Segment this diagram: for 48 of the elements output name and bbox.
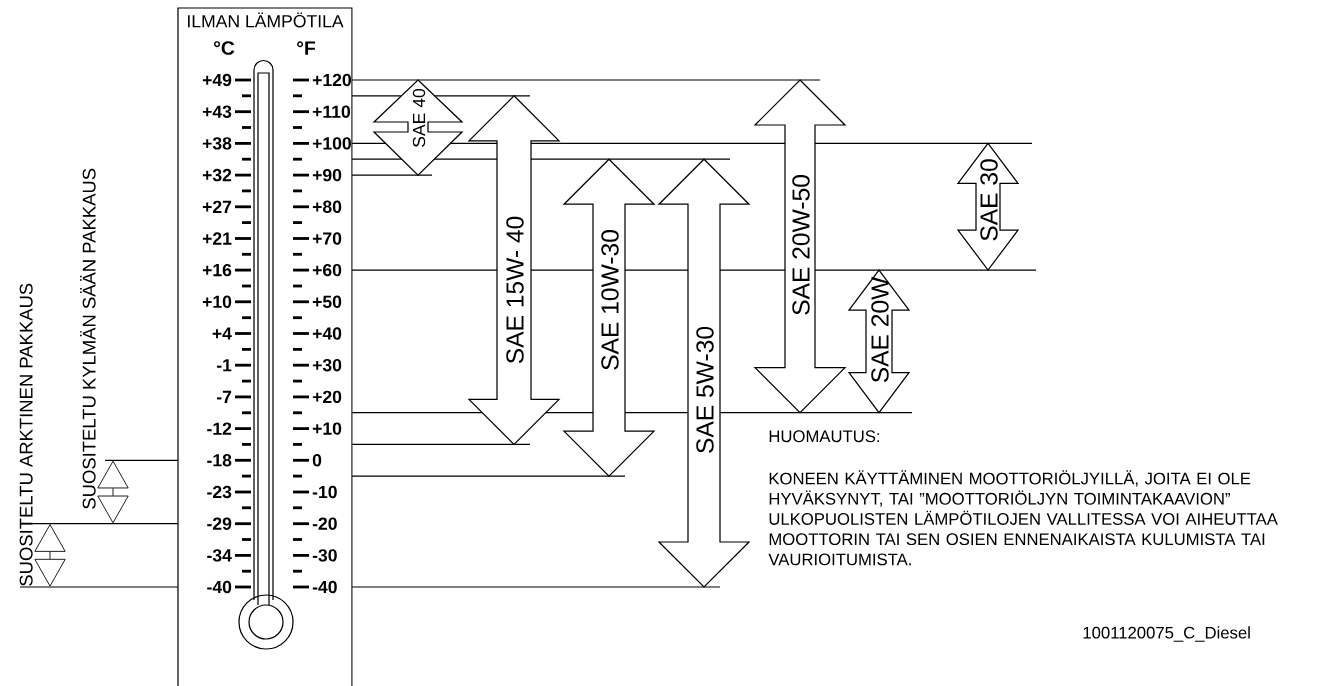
scale-value: 0 (312, 454, 322, 467)
range-band: SAE 30 (956, 142, 1020, 272)
scale-value: -40 (207, 580, 232, 594)
scale-value: +70 (312, 232, 342, 245)
scale-value: +21 (202, 232, 232, 245)
scale-value: +50 (312, 295, 342, 308)
scale-value: +27 (202, 200, 232, 213)
scale-value: +110 (312, 105, 350, 118)
unit-label: °C (214, 41, 235, 55)
scale-value: +10 (202, 295, 232, 308)
scale-value: +60 (312, 263, 342, 277)
scale-value: +20 (312, 390, 342, 404)
scale-value: +32 (202, 168, 232, 182)
scale-value: -10 (312, 485, 337, 499)
range-band: SAE 5W-30 (657, 158, 751, 588)
scale-value: +40 (312, 327, 342, 340)
scale-value: -29 (207, 517, 232, 530)
scale-value: -18 (207, 454, 232, 467)
scale-value: -12 (207, 422, 232, 435)
unit-label: °F (297, 41, 316, 55)
scale-value: -7 (216, 390, 232, 403)
scale-value: -1 (216, 359, 232, 372)
scale-value: -30 (312, 549, 337, 562)
scale-value: +38 (202, 137, 232, 150)
note-heading: HUOMAUTUS: (769, 430, 879, 443)
range-band: SAE 10W-30 (562, 158, 656, 477)
scale-value: +120 (312, 73, 351, 87)
panel-heading: ILMAN LÄMPÖTILA (188, 12, 344, 28)
scale-value: -23 (207, 485, 232, 499)
range-band: SAE 40 (372, 79, 464, 176)
range-band: SAE 20W-50 (753, 79, 847, 414)
scale-value: +90 (312, 168, 342, 182)
scale-value: -34 (207, 549, 232, 562)
scale-value: +16 (202, 263, 232, 277)
document-code: 1001120075_C_Diesel (1083, 626, 1250, 642)
scale-value: +30 (312, 358, 342, 372)
scale-value: -20 (312, 517, 337, 530)
scale-value: -40 (312, 580, 337, 594)
rotated-label: SUOSITELTU ARKTINEN PAKKAUS (19, 283, 33, 586)
scale-value: +80 (312, 200, 342, 213)
range-band: SAE 20W (847, 269, 911, 414)
scale-value: +4 (212, 327, 232, 340)
scale-value: +100 (312, 137, 351, 150)
rotated-label: SUOSITELTU KYLMÄN SÄÄN PAKKAUS (80, 168, 96, 509)
note-text: KONEEN KÄYTTÄMINEN MOOTTORIÖLJYILLÄ, JOITA EI OLE HYVÄKSYNYT, TAI ”MOOTTORIÖLJYN TOIMINTAKAAVION” ULKOPUOLISTEN LÄMPÖTILOJEN VALLITESSA VOI AIHEUTTAA MOOTTORIN TAI SEN OSIEN ENNENAIKAISTA KULUMISTA TAI VAURIOITUMISTA. (768, 470, 1278, 566)
scale-value: +49 (202, 73, 232, 87)
scale-value: +43 (202, 105, 232, 118)
scale-value: +10 (312, 422, 342, 435)
